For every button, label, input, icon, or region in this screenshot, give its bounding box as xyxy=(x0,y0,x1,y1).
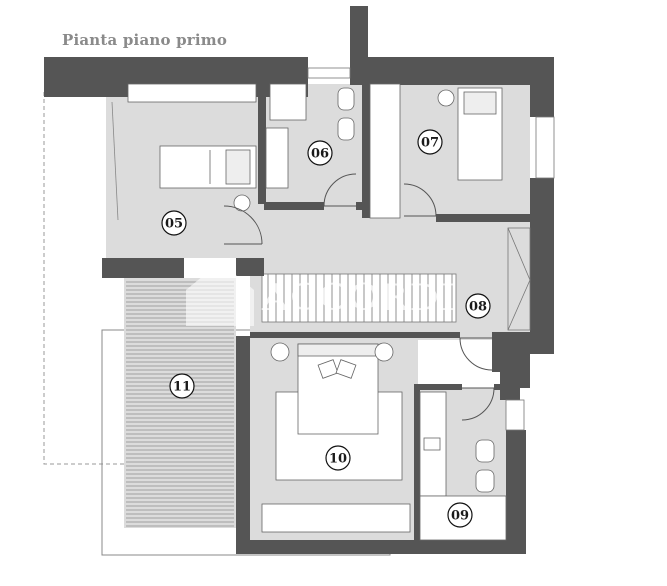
svg-text:06: 06 xyxy=(311,147,329,162)
window-right-07 xyxy=(535,116,555,179)
window-right-09 xyxy=(505,399,525,431)
svg-text:09: 09 xyxy=(451,509,469,524)
wall-right-mid xyxy=(530,178,554,354)
closet-08 xyxy=(507,227,531,331)
wall-top-right xyxy=(350,57,554,85)
wall-06-07 xyxy=(362,84,370,218)
svg-text:11: 11 xyxy=(173,380,191,395)
wall-10-top xyxy=(250,332,460,338)
wall-right-lower xyxy=(500,388,520,400)
walls xyxy=(44,6,554,554)
wardrobe-05 xyxy=(127,83,257,103)
sink-06 xyxy=(265,127,289,189)
doors xyxy=(223,173,495,421)
room-07-furniture xyxy=(369,83,503,219)
door-10 xyxy=(459,337,493,371)
svg-text:07: 07 xyxy=(421,136,439,151)
window-top-06 xyxy=(307,67,351,79)
bidet-06 xyxy=(337,87,355,111)
wall-right-bottom xyxy=(506,430,526,554)
room-label-07: 07 xyxy=(417,129,443,155)
room-label-08: 08 xyxy=(465,293,491,319)
wall-stairs-right xyxy=(492,332,500,372)
wall-bottom xyxy=(236,540,526,554)
room-label-05: 05 xyxy=(161,210,187,236)
wall-right-upper xyxy=(530,57,554,117)
wall-left-lower xyxy=(236,336,250,540)
bidet-09 xyxy=(475,469,495,493)
wall-left-mid-b xyxy=(236,258,264,276)
room-06-fixtures xyxy=(265,83,355,189)
wall-right-step xyxy=(500,332,530,388)
pillow-10-a xyxy=(317,359,339,379)
watermark: ACCORDI xyxy=(186,262,457,326)
door-06 xyxy=(323,173,357,207)
watermark-text: ACCORDI xyxy=(261,278,457,319)
door-07 xyxy=(403,183,437,217)
staircase xyxy=(261,273,457,323)
toilet-06 xyxy=(337,117,355,141)
shower-06 xyxy=(269,83,307,121)
door-05 xyxy=(223,205,263,245)
room-label-06: 06 xyxy=(307,140,333,166)
lamp-10-left xyxy=(270,342,290,362)
wall-07-bottom xyxy=(436,214,532,222)
bed-10 xyxy=(297,343,379,435)
wardrobe-07 xyxy=(369,83,401,219)
lamp-10-right xyxy=(374,342,394,362)
wall-05-06 xyxy=(258,84,266,204)
door-09 xyxy=(461,387,495,421)
room-label-09: 09 xyxy=(447,502,473,528)
wall-09-top-b xyxy=(494,384,508,390)
lamp-05 xyxy=(233,194,251,212)
svg-text:08: 08 xyxy=(469,300,487,315)
pillow-10-b xyxy=(335,359,357,379)
room-label-10: 10 xyxy=(325,445,351,471)
wardrobe-10 xyxy=(261,503,411,533)
wall-06-bottom-b xyxy=(356,202,368,210)
wall-06-bottom xyxy=(264,202,324,210)
wall-09-top xyxy=(418,384,462,390)
lamp-07 xyxy=(437,89,455,107)
terrace-planks xyxy=(126,281,234,527)
sink-09 xyxy=(423,437,441,451)
room-labels: 05 06 07 08 09 10 11 xyxy=(161,129,491,528)
wall-09-left xyxy=(414,384,420,542)
windows xyxy=(307,67,555,431)
wall-left-mid xyxy=(102,258,184,278)
pillow-07 xyxy=(463,91,497,115)
headboard-10 xyxy=(297,343,379,357)
svg-text:10: 10 xyxy=(329,452,347,467)
watermark-logo-icon xyxy=(186,262,254,326)
toilet-09 xyxy=(475,439,495,463)
plan-title: Pianta piano primo xyxy=(62,31,228,49)
pillow-05 xyxy=(225,149,251,185)
room-label-11: 11 xyxy=(169,373,195,399)
svg-text:05: 05 xyxy=(165,217,183,232)
room-05-furniture xyxy=(111,83,257,221)
